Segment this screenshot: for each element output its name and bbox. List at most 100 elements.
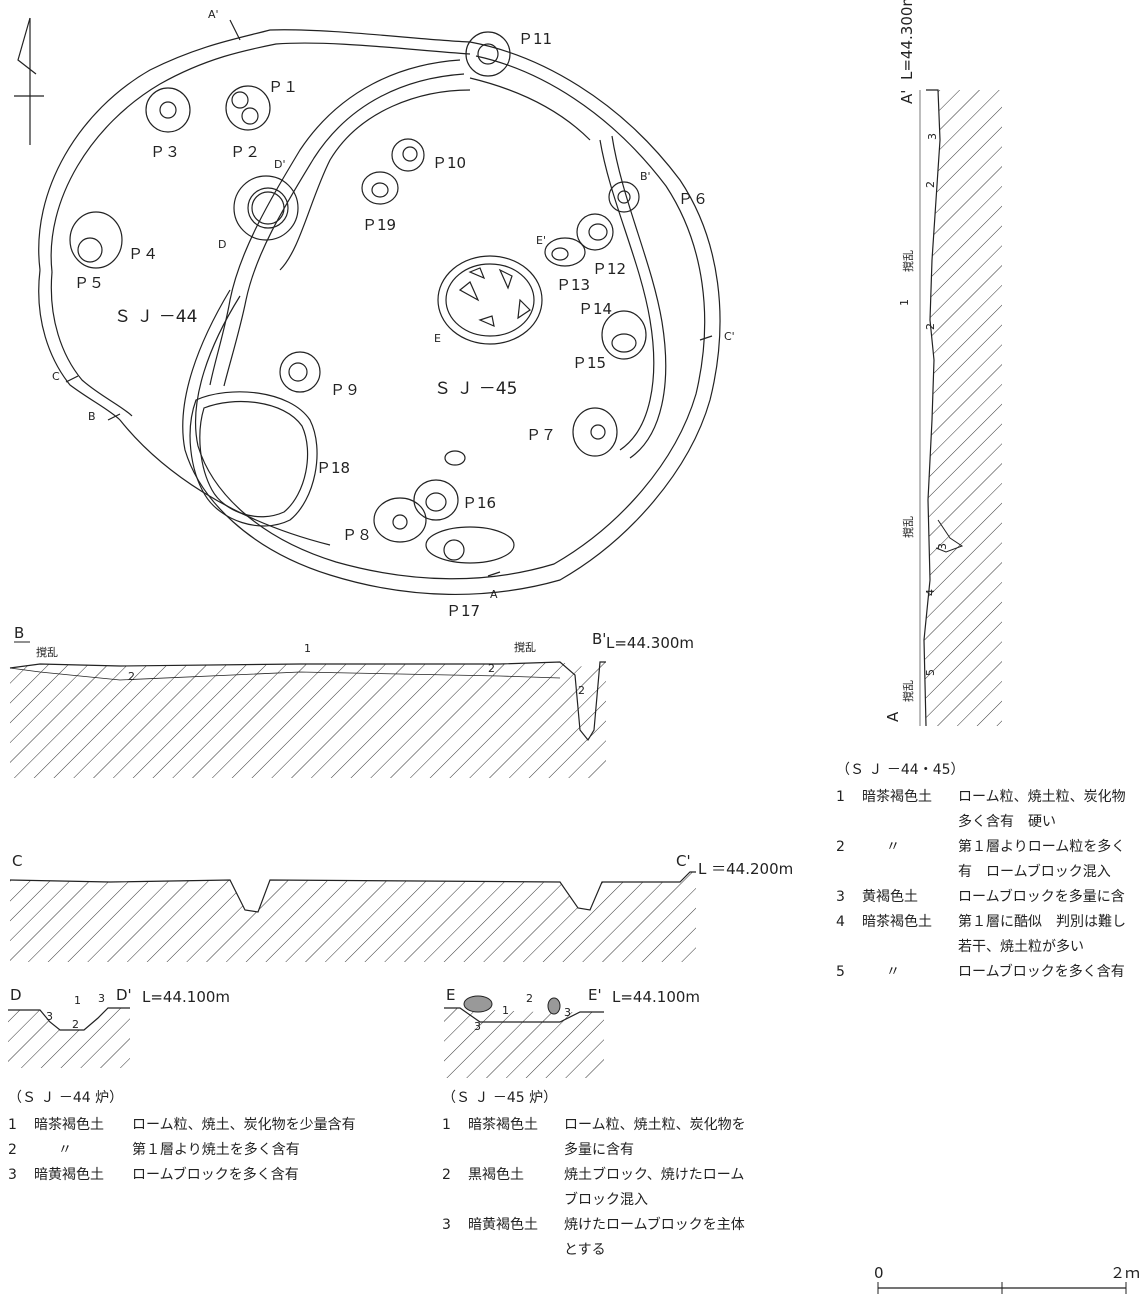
label-p15: Ｐ15 <box>572 354 606 372</box>
sj45-outline <box>182 41 721 595</box>
section-b-layer: 2 <box>488 662 495 675</box>
pit-p8 <box>373 497 427 543</box>
label-p4: Ｐ４ <box>128 245 158 263</box>
section-a-layer: 4 <box>924 589 937 596</box>
pit-p3 <box>145 87 191 133</box>
pit-p17 <box>425 526 515 564</box>
section-e-level: L=44.100m <box>612 988 700 1006</box>
pit-p13 <box>544 237 586 267</box>
label-p1: Ｐ１ <box>268 78 298 96</box>
section-e-layer: 3 <box>564 1006 571 1019</box>
label-sj45: Ｓ Ｊ －45 <box>434 379 517 399</box>
section-a-layer: 5 <box>924 669 937 676</box>
label-p19: Ｐ19 <box>362 216 396 234</box>
mark-b: B <box>88 410 96 423</box>
section-d-layer: 3 <box>46 1010 53 1023</box>
label-p3: Ｐ３ <box>150 143 180 161</box>
section-d-end: D' <box>116 986 132 1004</box>
section-a-end: A' <box>898 90 916 104</box>
section-d-layer: 1 <box>74 994 81 1007</box>
pit-p18 <box>189 391 318 527</box>
section-d-start: D <box>10 986 22 1004</box>
section-b-disturb-2: 撹乱 <box>514 640 536 654</box>
section-a-layer: 2 <box>924 323 937 330</box>
legend-row: 2〃第１層より焼土を多く含有 <box>8 1142 300 1158</box>
mark-b-prime: B' <box>640 170 651 183</box>
section-b-disturb: 撹乱 <box>36 645 58 659</box>
sj44-outline-inner <box>50 42 471 273</box>
label-p11: Ｐ11 <box>518 30 552 48</box>
section-d-layer: 3 <box>98 992 105 1005</box>
section-a-start: A <box>884 711 902 722</box>
section-e-layer: 3 <box>474 1020 481 1033</box>
pit-p9 <box>279 351 321 393</box>
mark-e-prime: E' <box>536 234 546 247</box>
label-p16: Ｐ16 <box>462 494 496 512</box>
section-a-layer: 3 <box>926 133 939 140</box>
scale-bar: 0 ２ｍ <box>874 1264 1140 1294</box>
section-b: B B' L=44.300m 撹乱 撹乱 1 2 2 2 <box>9 624 694 778</box>
legend-title: （Ｓ Ｊ －44・45） <box>836 762 965 778</box>
pit-p10 <box>391 138 425 172</box>
section-b-layer: 1 <box>304 642 311 655</box>
label-p12: Ｐ12 <box>592 260 626 278</box>
section-e-layer: 2 <box>526 992 533 1005</box>
pit-p16 <box>413 479 459 521</box>
section-a-level: L=44.300m <box>898 0 916 80</box>
section-d-level: L=44.100m <box>142 988 230 1006</box>
plan-view <box>14 17 721 595</box>
label-p9: Ｐ９ <box>330 381 360 399</box>
mark-c-prime: C' <box>724 330 735 343</box>
section-e-end: E' <box>588 986 602 1004</box>
label-p6: Ｐ６ <box>678 190 708 208</box>
sj44-outline <box>38 29 471 271</box>
section-a-layer: 3 <box>936 543 949 550</box>
label-p10: Ｐ10 <box>432 154 466 172</box>
section-b-level: L=44.300m <box>606 634 694 652</box>
legend-row: 2〃第１層よりローム粒を多く有 ロームブロック混入 <box>836 839 1126 880</box>
mark-a: A <box>490 588 498 601</box>
mark-c: C <box>52 370 60 383</box>
section-c-level: L ＝44.200m <box>698 860 793 878</box>
section-b-start: B <box>14 624 24 642</box>
section-a-layer: 1 <box>898 299 911 306</box>
label-p5: Ｐ５ <box>74 274 104 292</box>
label-p14: Ｐ14 <box>578 300 612 318</box>
section-b-end: B' <box>592 630 606 648</box>
scale-end: ２ｍ <box>1110 1264 1140 1282</box>
label-p17: Ｐ17 <box>446 602 480 620</box>
legend-title: （Ｓ Ｊ －44 炉） <box>8 1090 124 1106</box>
section-d-layer: 2 <box>72 1018 79 1031</box>
section-c-end: C' <box>676 852 691 870</box>
section-e-layer: 1 <box>502 1004 509 1017</box>
label-p18: Ｐ18 <box>316 459 350 477</box>
section-c: C C' L ＝44.200m <box>9 852 793 962</box>
legend-title: （Ｓ Ｊ －45 炉） <box>442 1090 558 1106</box>
pit-p2 <box>225 85 271 131</box>
pit-p6 <box>608 181 640 213</box>
section-b-layer: 2 <box>128 670 135 683</box>
pit-p12 <box>576 213 614 251</box>
section-a-disturb: 撹乱 <box>901 680 915 702</box>
section-a-disturb: 撹乱 <box>901 250 915 272</box>
pit-p4 <box>69 211 123 269</box>
mark-d-prime: D' <box>274 158 286 171</box>
label-p7: Ｐ７ <box>526 426 556 444</box>
section-d: D D' L=44.100m 1 3 3 2 <box>8 986 230 1068</box>
section-b-layer: 2 <box>578 684 585 697</box>
section-e: E E' L=44.100m 2 1 3 3 <box>444 986 700 1078</box>
section-a-disturb: 撹乱 <box>901 516 915 538</box>
section-a: A' L=44.300m A 撹乱 撹乱 撹乱 3 2 1 2 3 4 5 <box>884 0 1002 727</box>
north-arrow-icon <box>14 17 44 145</box>
mark-e: E <box>434 332 441 345</box>
